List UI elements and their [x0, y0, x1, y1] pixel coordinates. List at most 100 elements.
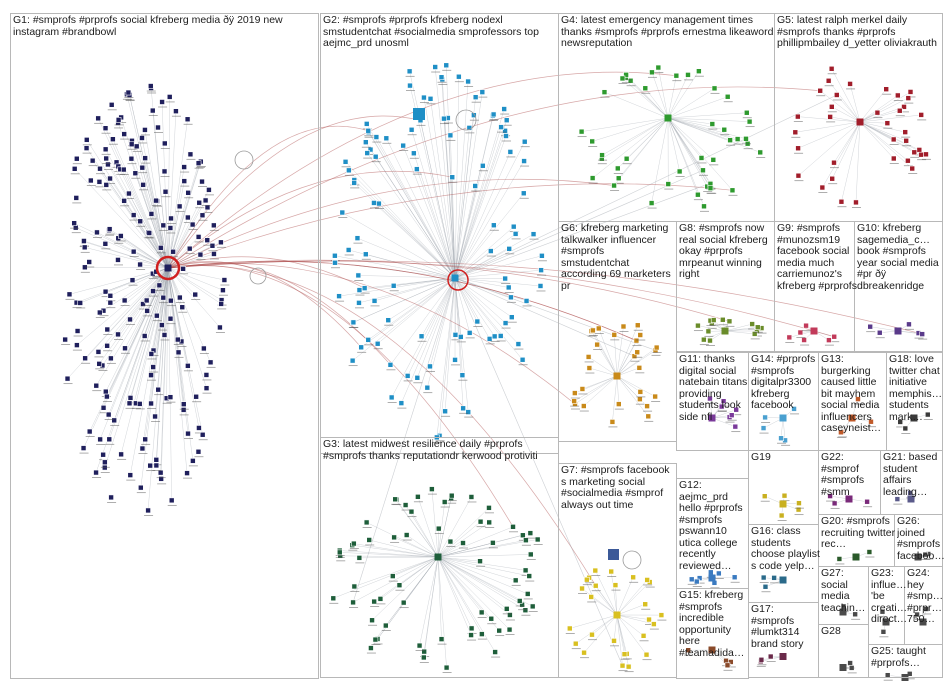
node: [488, 615, 495, 622]
edge: [371, 556, 439, 621]
edge: [416, 169, 456, 279]
node: [718, 403, 725, 410]
edge: [667, 117, 750, 122]
node: [855, 396, 861, 402]
node: [136, 401, 143, 407]
node: [848, 665, 855, 671]
edge: [437, 498, 452, 558]
node: [130, 248, 137, 255]
node: [199, 431, 206, 438]
edge: [574, 375, 618, 402]
edge: [622, 78, 669, 119]
edge: [616, 603, 646, 616]
cross-group-edge: [167, 183, 733, 269]
edge: [667, 117, 702, 159]
edge: [354, 556, 439, 587]
edge: [437, 526, 514, 558]
node: [355, 272, 362, 279]
node: [507, 149, 514, 155]
node: [127, 395, 134, 401]
node: [637, 389, 644, 395]
edge: [450, 135, 456, 279]
edge: [798, 121, 861, 176]
node: [103, 182, 110, 188]
node: [838, 198, 845, 205]
edge: [126, 94, 169, 269]
edge: [437, 556, 523, 605]
node: [655, 64, 662, 71]
edge: [454, 277, 464, 409]
node: [743, 136, 749, 142]
node: [590, 327, 596, 334]
node: [642, 85, 649, 92]
node: [472, 94, 479, 100]
node: [884, 120, 891, 126]
node: [831, 159, 837, 166]
hub-node: [845, 495, 853, 503]
node: [836, 556, 843, 562]
hub-node: [613, 372, 621, 380]
edge: [166, 267, 169, 399]
edge: [402, 145, 456, 279]
group-label-g28: G28: [821, 626, 841, 637]
node: [696, 575, 703, 581]
node: [623, 155, 630, 162]
edge: [342, 212, 456, 279]
node: [644, 577, 650, 583]
node: [658, 612, 665, 618]
node: [162, 188, 169, 195]
node: [588, 594, 595, 600]
node: [141, 333, 148, 339]
node: [363, 519, 370, 526]
node: [919, 331, 926, 337]
cross-group-edge: [454, 277, 623, 666]
edge: [430, 98, 456, 279]
hub-node: [721, 327, 729, 335]
node: [221, 277, 228, 283]
node: [167, 225, 174, 231]
edge: [454, 130, 506, 279]
node: [400, 599, 407, 606]
edge: [820, 90, 861, 123]
node: [795, 506, 802, 513]
edge: [437, 535, 523, 558]
node: [458, 334, 464, 340]
node: [153, 197, 159, 204]
node: [828, 65, 835, 72]
node: [64, 375, 71, 382]
node: [140, 301, 146, 307]
edge: [167, 217, 189, 269]
node: [371, 598, 377, 605]
group-label-g19: G19: [751, 452, 771, 463]
edge: [667, 117, 731, 141]
node: [154, 312, 160, 319]
node: [448, 492, 455, 499]
node: [73, 155, 80, 162]
group-label-g17: G17: #smprofs #lumkt314 brand story: [751, 604, 804, 650]
node: [673, 72, 680, 79]
node: [189, 221, 196, 228]
node: [411, 150, 417, 157]
edge: [140, 264, 169, 269]
edge: [454, 141, 525, 279]
node: [924, 411, 931, 418]
edge: [711, 576, 735, 579]
edge: [427, 277, 456, 388]
node: [421, 94, 427, 101]
edge: [667, 75, 677, 119]
node: [592, 567, 599, 574]
edge: [99, 181, 169, 269]
edge: [454, 185, 476, 279]
node: [102, 125, 109, 132]
cross-group-edge: [352, 277, 456, 603]
edge: [421, 277, 456, 337]
node: [621, 651, 628, 657]
edge: [437, 556, 533, 607]
node: [108, 355, 114, 362]
node: [387, 362, 394, 368]
node: [139, 135, 145, 141]
node: [523, 298, 530, 304]
node: [62, 336, 68, 343]
edge: [105, 128, 169, 269]
edge: [724, 330, 755, 335]
